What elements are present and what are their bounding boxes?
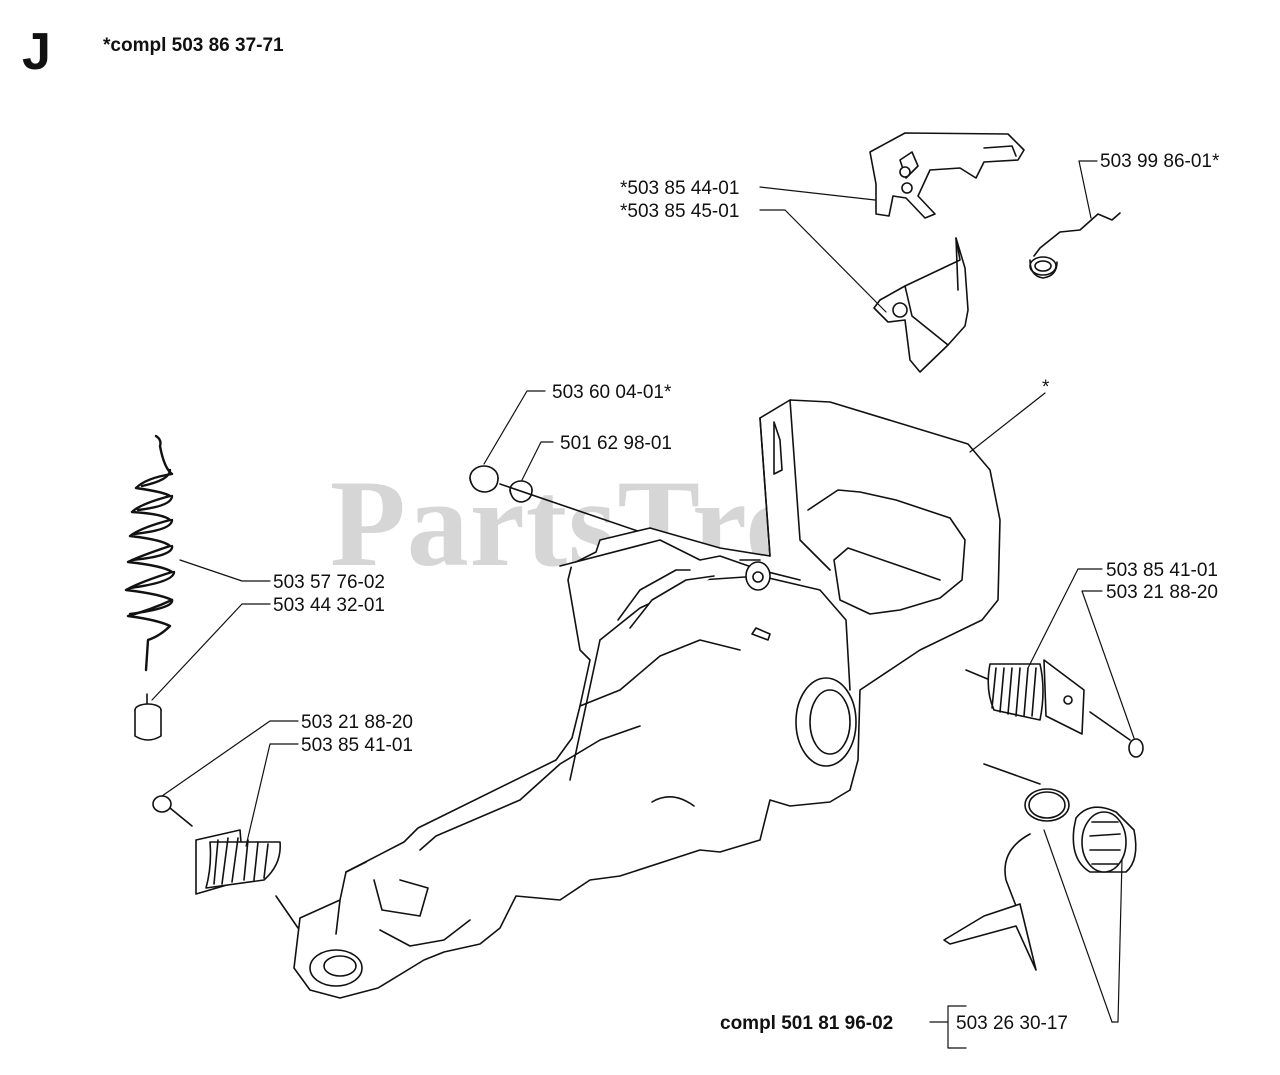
fuel-hose-coil: [124, 434, 176, 672]
label-handle-cover-a: *503 85 44-01: [620, 178, 740, 199]
fuel-tank-body: [293, 399, 1001, 999]
av-spring-right: [965, 659, 1144, 758]
label-bushing-b: 501 62 98-01: [560, 433, 672, 454]
label-screw-right: 503 21 88-20: [1106, 582, 1218, 603]
av-spring-left: [152, 795, 299, 929]
fuel-cap-assembly: [943, 763, 1137, 971]
handle-cover-top: [869, 132, 1025, 219]
label-av-spring-right: 503 85 41-01: [1106, 560, 1218, 581]
label-throttle-spring: 503 99 86-01*: [1100, 151, 1220, 172]
label-tank-asterisk: *: [1042, 377, 1050, 398]
handle-cover-bottom: [873, 237, 969, 373]
label-screw-left: 503 21 88-20: [301, 712, 413, 733]
label-cap-part: 503 26 30-17: [956, 1013, 1068, 1034]
throttle-spring-part: [1029, 212, 1121, 279]
label-fuel-filter: 503 44 32-01: [273, 595, 385, 616]
label-bushing-a: 503 60 04-01*: [552, 382, 672, 403]
assembly-note: *compl 503 86 37-71: [103, 35, 284, 56]
label-handle-cover-b: *503 85 45-01: [620, 201, 740, 222]
label-fuel-hose: 503 57 76-02: [273, 572, 385, 593]
section-letter: J: [22, 23, 51, 81]
leader-lines: [151, 160, 1135, 1049]
label-av-spring-left: 503 85 41-01: [301, 735, 413, 756]
label-cap-assembly: compl 501 81 96-02: [720, 1013, 894, 1034]
fuel-filter: [134, 693, 162, 741]
